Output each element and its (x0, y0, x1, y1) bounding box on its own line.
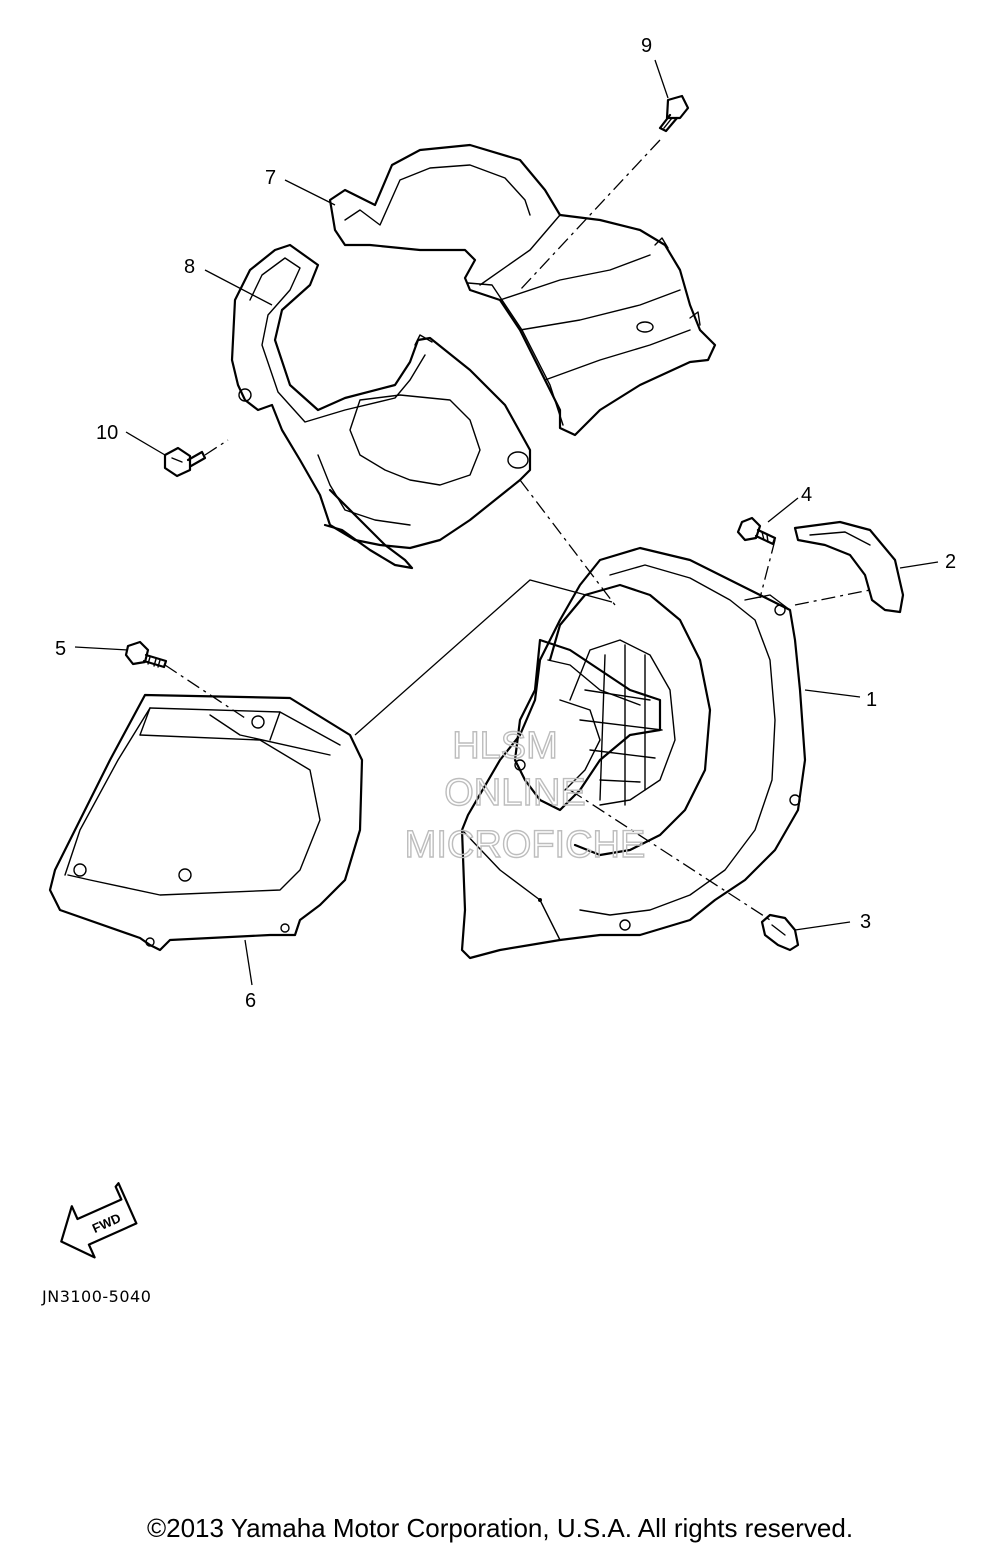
part-3-grommet (760, 913, 800, 952)
callout-6: 6 (245, 990, 256, 1012)
callout-1: 1 (866, 689, 877, 711)
callout-9: 9 (641, 35, 652, 57)
leader-lines (74, 59, 939, 986)
watermark-line-3: MICROFICHE (405, 824, 646, 866)
part-4-bolt (736, 516, 777, 546)
part-6-side-cover (48, 693, 364, 952)
part-2-cover-plate (793, 520, 905, 614)
fwd-arrow-icon: FWD (60, 1182, 138, 1259)
copyright-notice: ©2013 Yamaha Motor Corporation, U.S.A. A… (147, 1513, 853, 1543)
part-8-shroud (230, 243, 532, 570)
part-1-fan-housing (460, 546, 807, 960)
callout-8: 8 (184, 256, 195, 278)
callout-5: 5 (55, 638, 66, 660)
callout-2: 2 (945, 551, 956, 573)
callout-4: 4 (801, 484, 812, 506)
part-10-bolt (163, 446, 207, 478)
diagram-code: JN3100-5040 (41, 1287, 151, 1306)
watermark-line-1: HLSM (452, 725, 558, 767)
callout-7: 7 (265, 167, 276, 189)
part-9-bolt (658, 94, 690, 133)
assembly-lines (164, 139, 871, 921)
part-7-air-duct (328, 143, 717, 437)
watermark-line-2: ONLINE (444, 772, 585, 814)
callout-labels: 9 7 8 10 4 2 1 5 3 6 (55, 35, 956, 1012)
callout-3: 3 (860, 911, 871, 933)
part-5-bolt (124, 640, 168, 669)
callout-10: 10 (96, 422, 118, 444)
watermark: HLSM ONLINE MICROFICHE (404, 724, 646, 866)
